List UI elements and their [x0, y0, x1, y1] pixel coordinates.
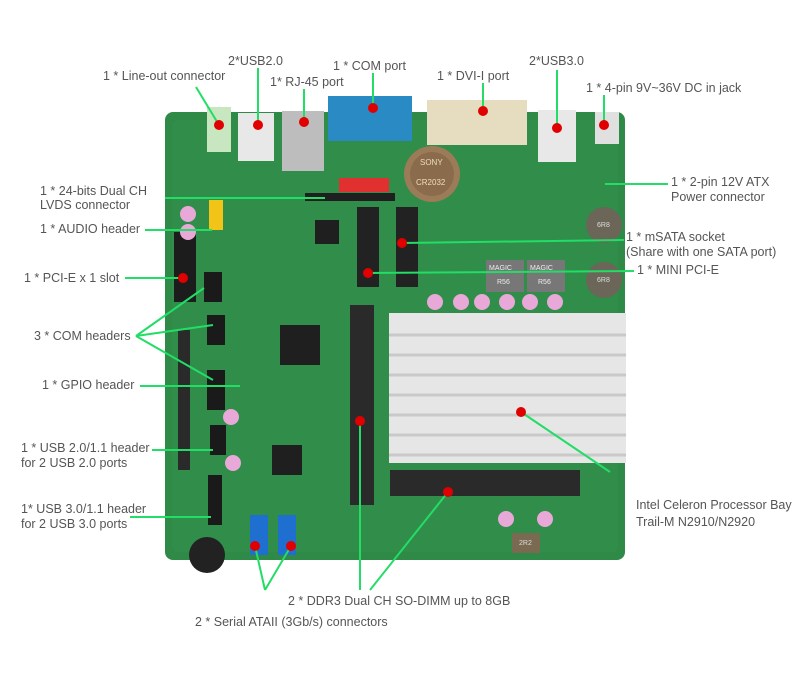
- usb20-header-block: [210, 425, 226, 455]
- label-lvds-line2: LVDS connector: [40, 198, 131, 212]
- audio-header-pins: [209, 200, 223, 230]
- component-markers: [178, 103, 609, 551]
- inductor-1-mark: MAGIC: [489, 265, 512, 272]
- coil-1-mark: 6R8: [597, 222, 610, 229]
- red-header: [339, 178, 389, 192]
- label-pcie: 1 * PCI-E x 1 slot: [24, 271, 120, 285]
- label-sata: 2 * Serial ATAII (3Gb/s) connectors: [195, 615, 388, 629]
- label-msata-line2: (Share with one SATA port): [626, 245, 777, 259]
- buzzer: [189, 537, 225, 573]
- label-com-port: 1 * COM port: [333, 59, 406, 73]
- lvds-connector: [305, 193, 395, 201]
- inductor-1: [486, 260, 524, 292]
- label-usb30-header-line2: for 2 USB 3.0 ports: [21, 517, 128, 531]
- label-usb20: 2*USB2.0: [228, 54, 283, 68]
- sodimm-slot-vertical: [350, 305, 374, 505]
- heatsink-fins: [389, 333, 626, 457]
- dvi-connector: [427, 100, 527, 145]
- mini-pcie-socket: [357, 207, 379, 287]
- usb20-stack: [238, 113, 274, 161]
- cpu-heatsink: [389, 313, 626, 463]
- label-gpio: 1 * GPIO header: [42, 378, 135, 392]
- coil-3-mark: 2R2: [519, 540, 532, 547]
- label-atx-power-line1: 1 * 2-pin 12V ATX: [671, 175, 770, 189]
- label-rj45: 1* RJ-45 port: [270, 75, 344, 89]
- battery-face: [410, 152, 454, 196]
- msata-socket: [396, 207, 418, 287]
- leader-lines: [125, 68, 668, 591]
- inductor-2-value: R56: [538, 279, 551, 286]
- com-header-block-1: [204, 272, 222, 302]
- sodimm-slot-horizontal: [390, 470, 580, 496]
- pcie-slot: [174, 232, 196, 302]
- label-cpu-line1: Intel Celeron Processor Bay: [636, 498, 792, 512]
- label-line-out: 1 * Line-out connector: [103, 69, 226, 83]
- label-msata-line1: 1 * mSATA socket: [626, 230, 725, 244]
- lan-chip: [272, 445, 302, 475]
- label-usb20-header-line2: for 2 USB 2.0 ports: [21, 456, 128, 470]
- label-audio: 1 * AUDIO header: [40, 222, 141, 236]
- label-mini-pcie: 1 * MINI PCI-E: [637, 263, 719, 277]
- battery-model: CR2032: [416, 178, 446, 187]
- coil-3: [512, 533, 540, 553]
- label-atx-power-line2: Power connector: [671, 190, 765, 204]
- sio-chip: [315, 220, 339, 244]
- usb30-header-block: [208, 475, 222, 525]
- label-cpu-line2: Trail-M N2910/N2920: [636, 515, 756, 529]
- label-dc-jack: 1 * 4-pin 9V~36V DC in jack: [586, 81, 742, 95]
- battery-brand: SONY: [420, 158, 443, 167]
- com-header-block-2: [207, 315, 225, 345]
- label-usb20-header-line1: 1 * USB 2.0/1.1 header: [21, 441, 150, 455]
- coil-2-mark: 6R8: [597, 277, 610, 284]
- io-chip: [280, 325, 320, 365]
- label-lvds-line1: 1 * 24-bits Dual CH: [40, 184, 147, 198]
- com-port-connector: [328, 96, 412, 141]
- label-com-headers: 3 * COM headers: [34, 329, 131, 343]
- label-usb30: 2*USB3.0: [529, 54, 584, 68]
- inductor-1-value: R56: [497, 279, 510, 286]
- inductor-2: [527, 260, 565, 292]
- gpio-header-block: [207, 370, 225, 410]
- label-usb30-header-line1: 1* USB 3.0/1.1 header: [21, 502, 147, 516]
- label-ddr3: 2 * DDR3 Dual CH SO-DIMM up to 8GB: [288, 594, 511, 608]
- inductor-2-mark: MAGIC: [530, 265, 553, 272]
- coil-1: [586, 207, 622, 243]
- capacitor-row: [180, 206, 563, 527]
- label-dvi: 1 * DVI-I port: [437, 69, 510, 83]
